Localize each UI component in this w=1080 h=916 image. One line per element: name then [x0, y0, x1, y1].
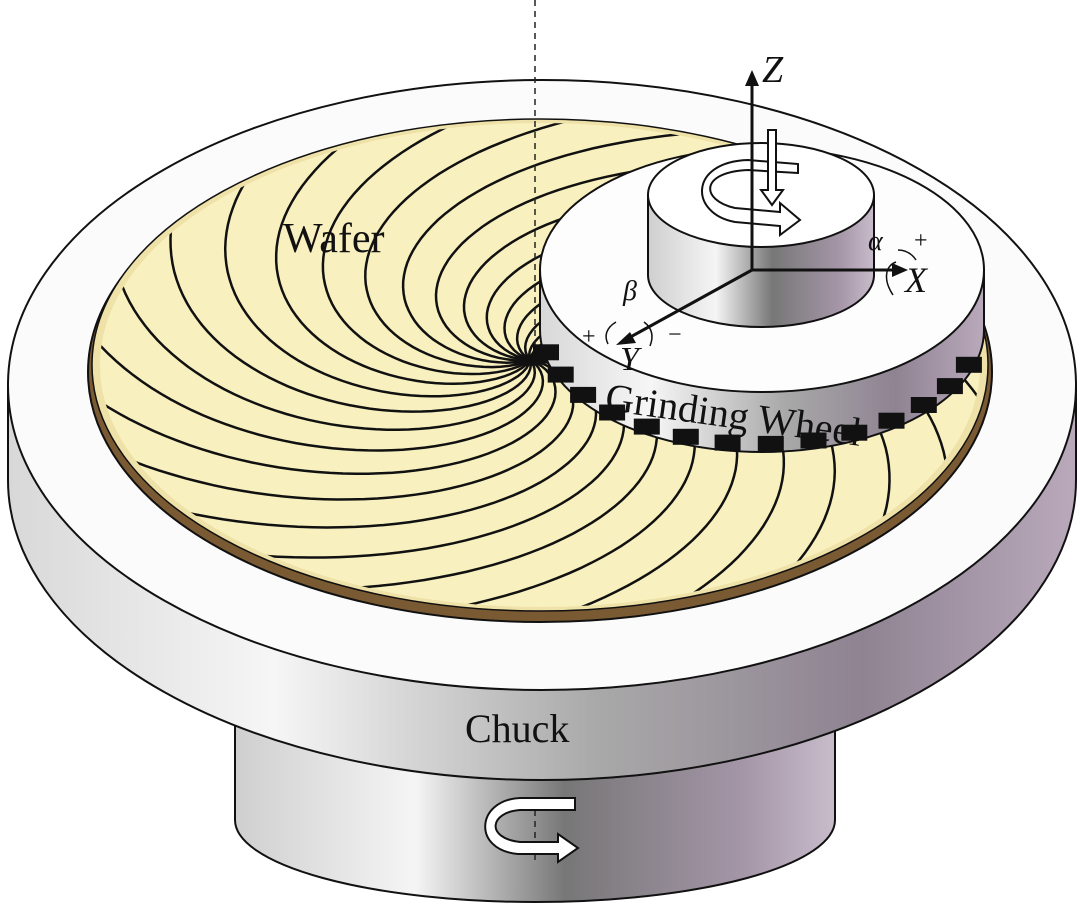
beta-minus-label: − [668, 322, 682, 348]
wafer [87, 118, 993, 623]
grinding-segment [533, 344, 559, 361]
grinding-segment [714, 434, 741, 451]
grinding-mark-spiral [100, 296, 545, 452]
grinding-segment [672, 428, 699, 445]
beta-plus-label: + [582, 324, 596, 350]
grinding-segment [599, 404, 626, 421]
grinding-mark-spiral [274, 123, 531, 385]
grinding-mark-spiral [110, 232, 537, 431]
grinding-segment [547, 366, 574, 383]
grinding-mark-spiral [401, 129, 762, 364]
axis-z-label: Z [762, 49, 784, 91]
grinding-segment [757, 435, 784, 452]
grinding-mark-spiral [100, 358, 557, 476]
coordinate-axes [605, 70, 917, 347]
grinding-segment [633, 418, 660, 435]
grinding-mark-spiral [321, 123, 531, 376]
feed-arrow-icon [759, 129, 785, 207]
grinding-mark-spiral [364, 123, 646, 369]
axis-x-label: X [903, 260, 929, 300]
grinding-segment [570, 386, 597, 403]
beta-label: β [622, 276, 637, 307]
alpha-plus-label: + [914, 228, 928, 254]
grinding-segment [936, 378, 963, 395]
axis-y-label: Y [620, 341, 642, 378]
chuck-label: Chuck [465, 706, 569, 751]
grinding-segment [910, 397, 937, 413]
grinding-mark-spiral [223, 134, 532, 398]
chuck-rotation-arrow-icon [484, 797, 580, 864]
spindle-rotation-arrow-icon [701, 158, 802, 237]
grinding-segment [955, 356, 982, 373]
wafer-label: Wafer [283, 216, 385, 262]
grinding-segment [878, 412, 905, 429]
grinding-segment [841, 424, 868, 441]
grinding-segments [533, 344, 982, 452]
grinding-mark-spiral [169, 177, 533, 413]
alpha-label: α [868, 226, 884, 257]
grinding-segment [800, 432, 827, 449]
